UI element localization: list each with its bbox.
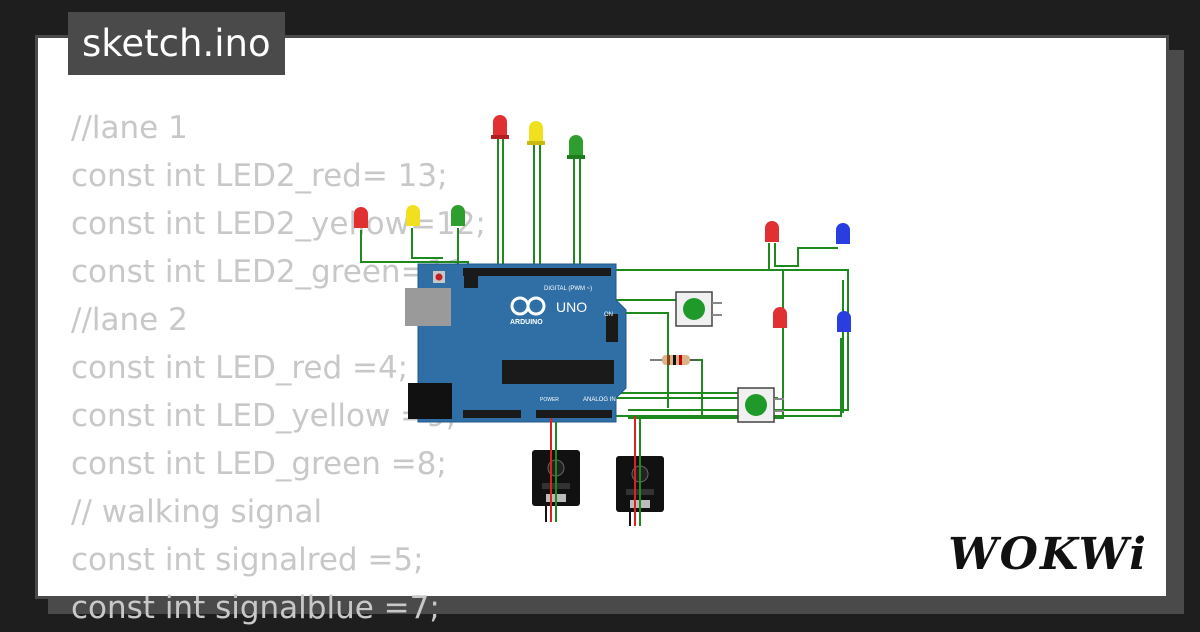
code-line: const int LED2_red= 13; bbox=[71, 158, 448, 194]
analog-label: ANALOG IN bbox=[583, 397, 616, 403]
code-line: const int signalblue =7; bbox=[71, 590, 440, 626]
resistor bbox=[650, 355, 698, 365]
sensor-module-right bbox=[616, 416, 664, 526]
code-line: // walking signal bbox=[71, 494, 323, 530]
sensor-module-left bbox=[532, 418, 580, 522]
mcu-chip bbox=[502, 360, 614, 384]
on-label: ON bbox=[604, 312, 613, 318]
code-line: //lane 2 bbox=[71, 302, 188, 338]
code-line: const int LED_green =8; bbox=[71, 446, 447, 482]
power-jack bbox=[408, 383, 452, 419]
led-green-top bbox=[567, 135, 585, 159]
code-line: const int LED2_yellow=12; bbox=[71, 206, 486, 242]
code-line: const int LED_red =4; bbox=[71, 350, 409, 386]
led-blue-right-bottom bbox=[837, 311, 851, 332]
wokwi-logo: WOKWi bbox=[948, 529, 1148, 580]
preview-card: //lane 1 const int LED2_red= 13; const i… bbox=[35, 35, 1169, 626]
arduino-board: UNO ARDUINO DIGITAL (PWM ~) ANALOG IN PO… bbox=[405, 263, 627, 423]
usb-port bbox=[405, 288, 451, 326]
code-line: //lane 1 bbox=[71, 110, 188, 146]
led-green-left bbox=[451, 205, 465, 226]
code-line: const int signalred =5; bbox=[71, 542, 424, 578]
led-red-right-bottom bbox=[773, 307, 787, 328]
led-red-top bbox=[491, 115, 509, 139]
led-red-left bbox=[354, 207, 368, 228]
led-red-right-top bbox=[765, 221, 779, 242]
power-header bbox=[463, 410, 521, 418]
circuit-diagram: UNO ARDUINO DIGITAL (PWM ~) ANALOG IN PO… bbox=[354, 115, 851, 526]
power-label: POWER bbox=[540, 397, 559, 403]
code-preview: //lane 1 const int LED2_red= 13; const i… bbox=[71, 104, 486, 632]
led-blue-right-top bbox=[836, 223, 850, 244]
led-yellow-left bbox=[406, 205, 420, 226]
pushbutton-bottom bbox=[737, 387, 784, 423]
led-yellow-top bbox=[527, 121, 545, 145]
digital-label: DIGITAL (PWM ~) bbox=[544, 286, 592, 292]
analog-header bbox=[536, 410, 612, 418]
pushbutton-top bbox=[675, 291, 722, 327]
digital-header bbox=[463, 268, 611, 276]
arduino-infinity-icon bbox=[510, 296, 546, 316]
file-name-tab: sketch.ino bbox=[68, 12, 285, 75]
board-model: UNO bbox=[556, 299, 587, 315]
board-brand: ARDUINO bbox=[510, 319, 543, 326]
